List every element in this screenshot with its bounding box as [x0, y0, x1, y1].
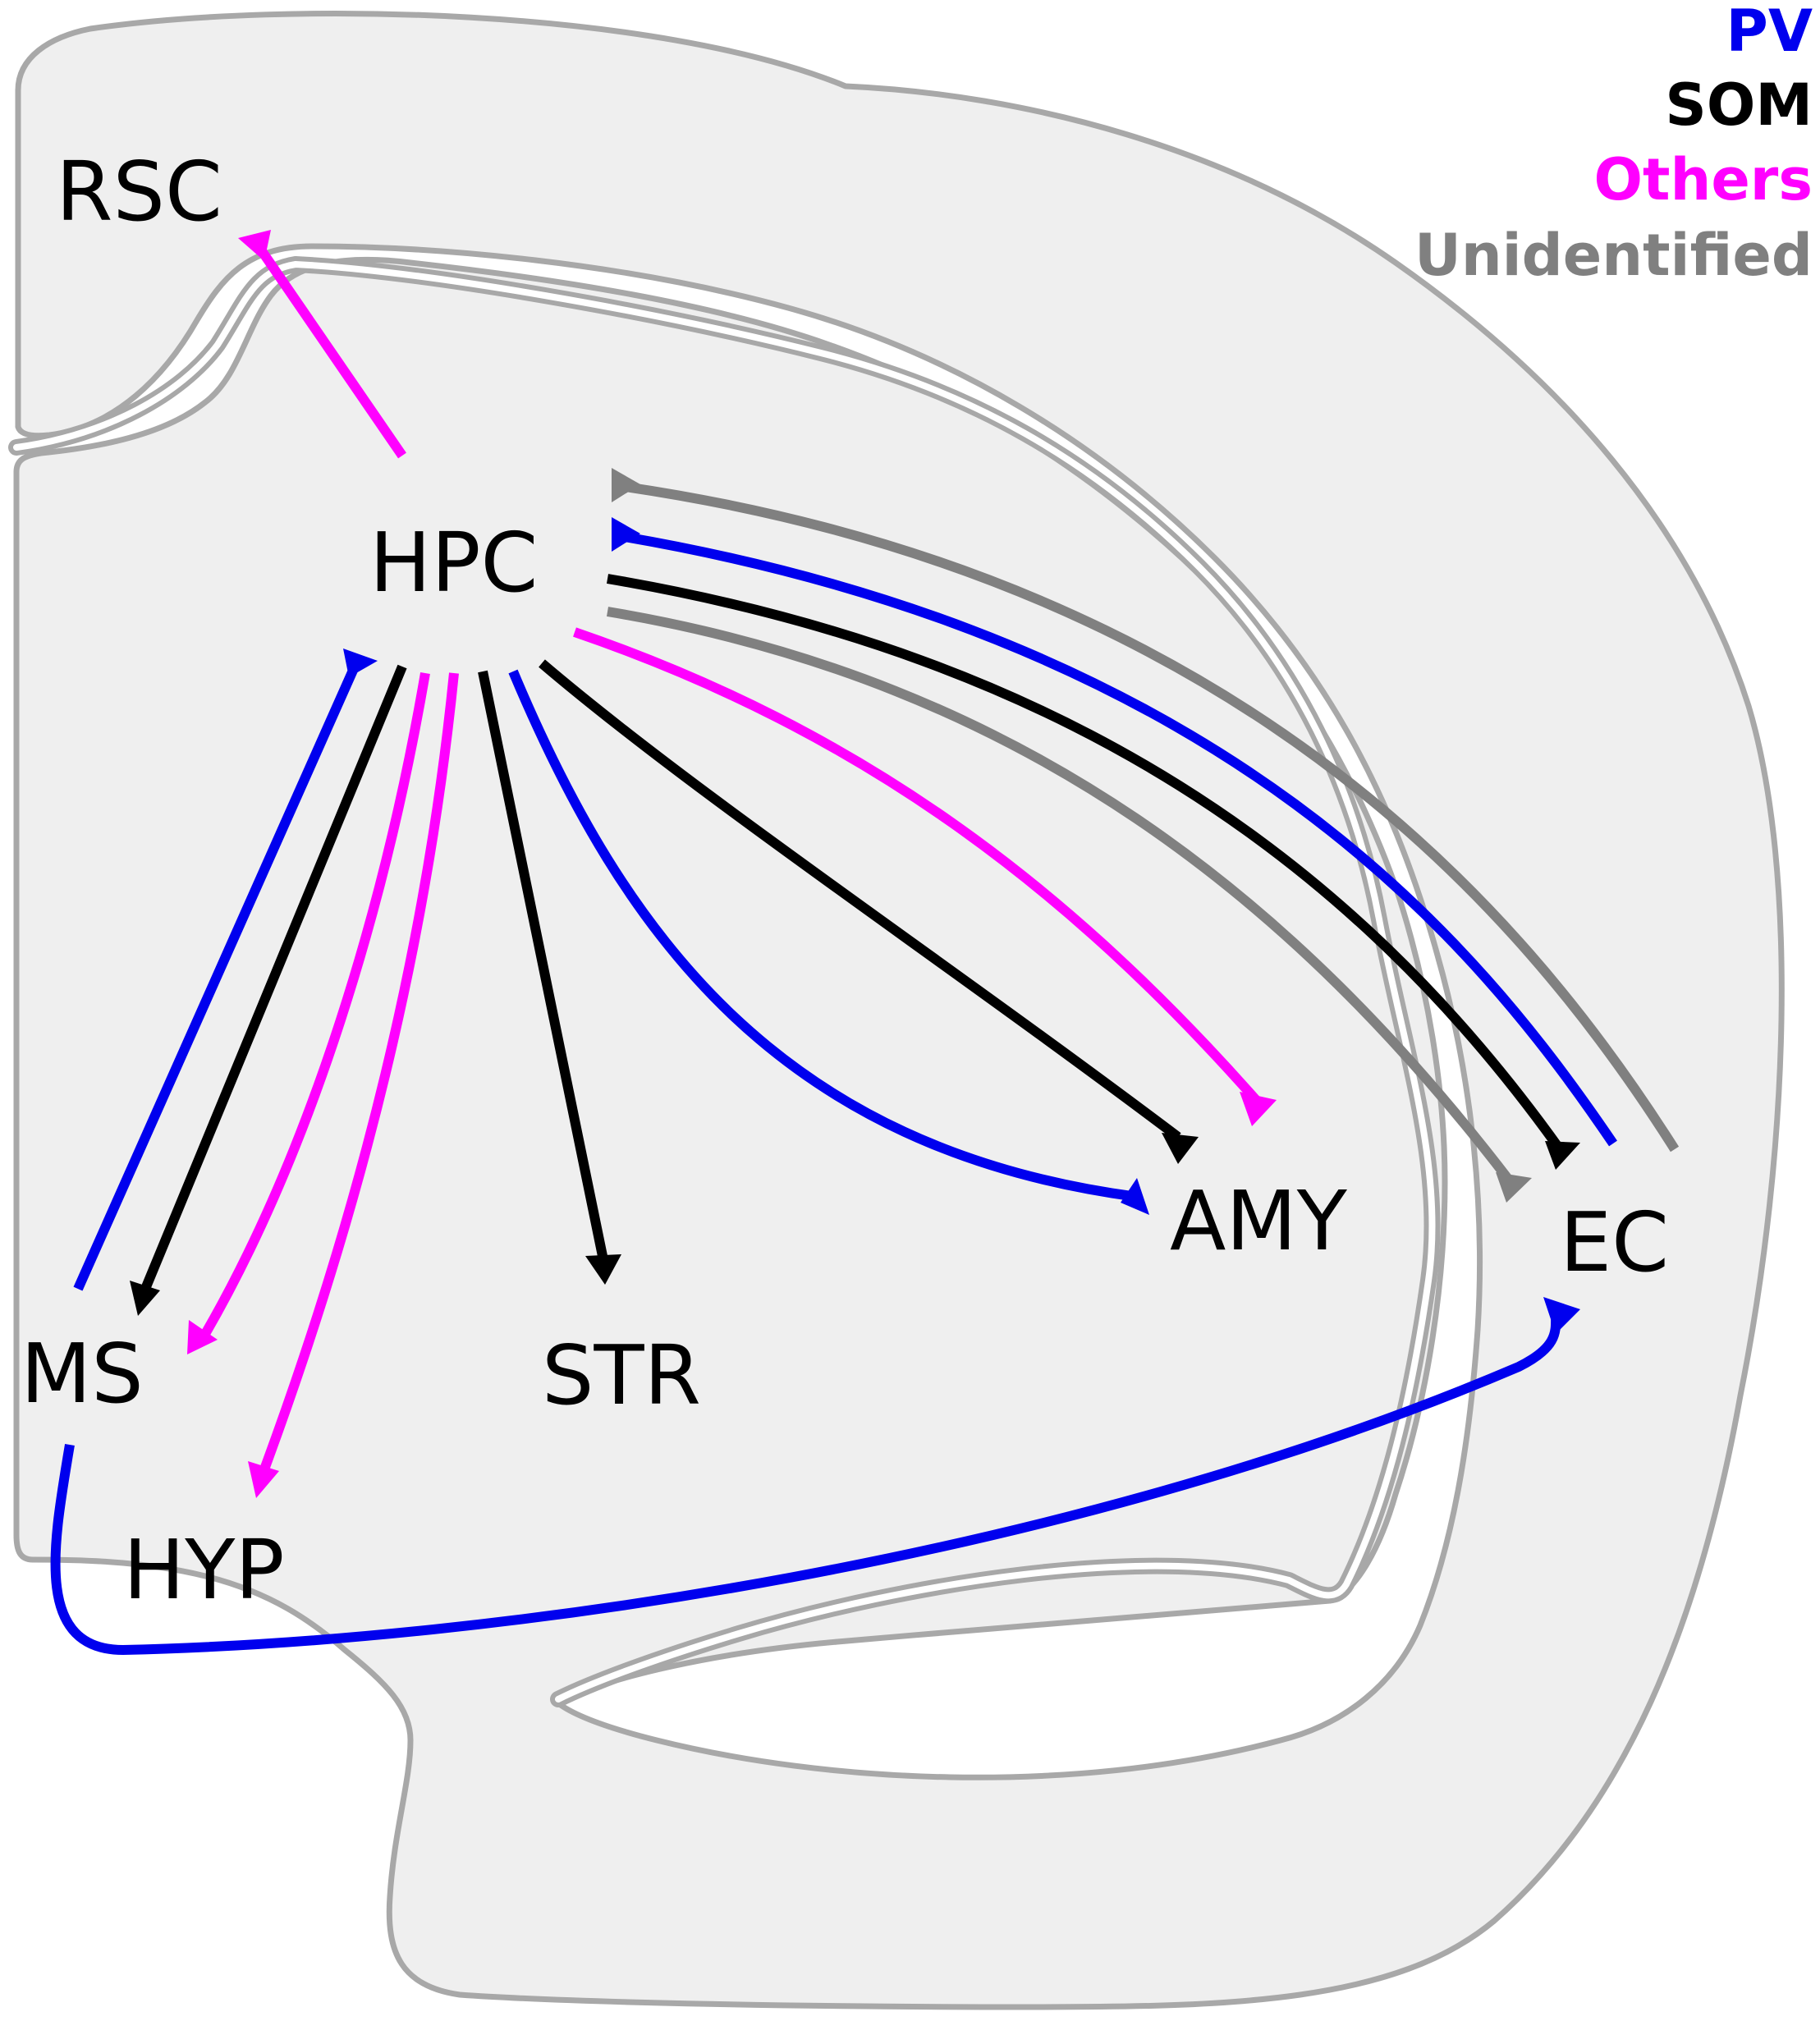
projection-hpc-ms-others [200, 671, 430, 1337]
projection-hpc-ec-som [606, 574, 1564, 1153]
projection-hpc-hyp-others [259, 672, 459, 1472]
region-label-hpc: HPC [369, 515, 538, 611]
arrowhead-ec-som [1545, 1141, 1580, 1170]
projection-hpc-amy-som [539, 659, 1181, 1141]
brain-section-outline-visible [13, 11, 1785, 2010]
legend: PV SOM Others Unidentified [1414, 0, 1813, 289]
projection-hpc-str-som [478, 670, 608, 1262]
projection-hpc-amy-others [573, 627, 1260, 1103]
region-label-ec: EC [1560, 1194, 1669, 1290]
legend-item-others: Others [1594, 146, 1813, 213]
projection-ec-hpc-pv [618, 531, 1617, 1147]
arrowhead-amy-pv [1121, 1178, 1149, 1215]
arrowhead-hpc-ms-pv [343, 648, 378, 677]
projection-hpc-rsc-others [254, 243, 406, 459]
arrowhead-hyp-others [248, 1461, 279, 1498]
region-label-hyp: HYP [123, 1522, 285, 1618]
projection-ec-hpc-unidentified [619, 481, 1680, 1153]
region-label-amy: AMY [1170, 1173, 1348, 1269]
projection-ms-ec-pv [50, 1313, 1561, 1656]
arrowhead-amy-others [1240, 1092, 1277, 1126]
arrowhead-str-som [585, 1254, 621, 1285]
region-label-ms: MS [21, 1326, 144, 1422]
arrowhead-ec-pv [1543, 1297, 1580, 1334]
arrowhead-ms-others [187, 1320, 218, 1354]
legend-item-unidentified: Unidentified [1414, 222, 1813, 289]
arrowhead-ms-som [130, 1281, 160, 1316]
projection-hpc-amy-pv [508, 669, 1138, 1202]
arrowhead-amy-som [1162, 1133, 1199, 1164]
projection-hpc-ms-som [139, 664, 407, 1295]
arrowhead-rsc-others [238, 230, 271, 261]
legend-item-pv: PV [1726, 0, 1813, 65]
arrowhead-ec-unidentified [1496, 1172, 1532, 1203]
arrowhead-hpc-pv [612, 517, 640, 552]
legend-item-som: SOM [1665, 71, 1813, 139]
region-label-str: STR [542, 1327, 701, 1423]
projection-ms-hpc-pv [73, 664, 360, 1291]
region-label-rsc: RSC [56, 144, 222, 240]
projection-hpc-ec-unidentified [607, 607, 1515, 1185]
arrowhead-hpc-unidentified [612, 468, 640, 502]
